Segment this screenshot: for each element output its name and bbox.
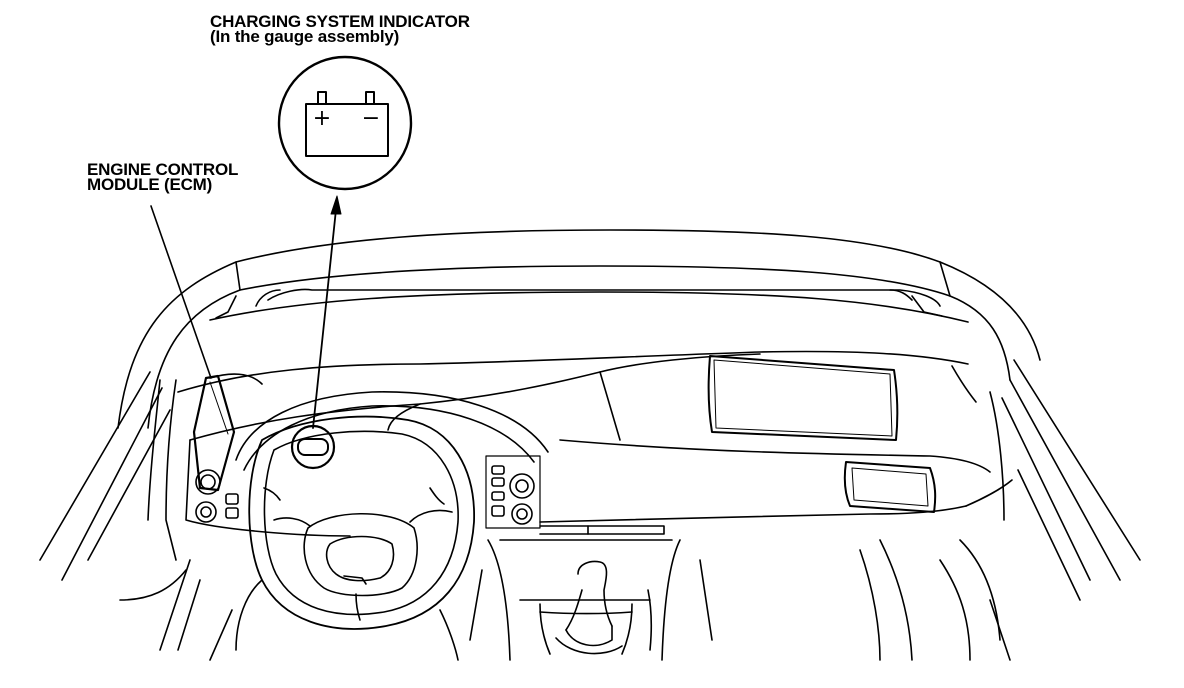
ecm-label-line1: ENGINE CONTROL [87,160,239,179]
indicator-callout: + − [279,57,411,189]
ecm-label-line2: MODULE (ECM) [87,175,213,194]
battery-plus-sign: + [313,106,331,131]
left-door-lines [40,372,232,660]
indicator-leader-arrow [313,196,341,428]
passenger-vent [845,462,935,512]
charging-indicator-label: CHARGING SYSTEM INDICATOR (In the gauge … [210,12,470,46]
charging-label-line2: (In the gauge assembly) [210,27,400,46]
right-door-lines [940,360,1140,660]
ecm-leader-line [151,206,211,378]
gauge-hood [236,392,548,470]
lower-floor-lines [236,540,912,660]
battery-minus-sign: − [362,106,380,131]
steering-wheel [249,417,474,629]
ecm-label: ENGINE CONTROL MODULE (ECM) [87,160,239,194]
windshield-frame [118,230,1040,428]
center-console [488,540,680,660]
passenger-dash-panel [709,356,898,440]
left-controls [196,470,238,522]
center-controls [486,456,540,528]
battery-icon [306,92,388,156]
callout-circle [279,57,411,189]
charging-label-line1: CHARGING SYSTEM INDICATOR [210,12,470,31]
gear-shifter [556,562,651,654]
dashboard-top [178,352,990,473]
lower-dash [166,380,1012,560]
charging-indicator-small [292,426,334,468]
